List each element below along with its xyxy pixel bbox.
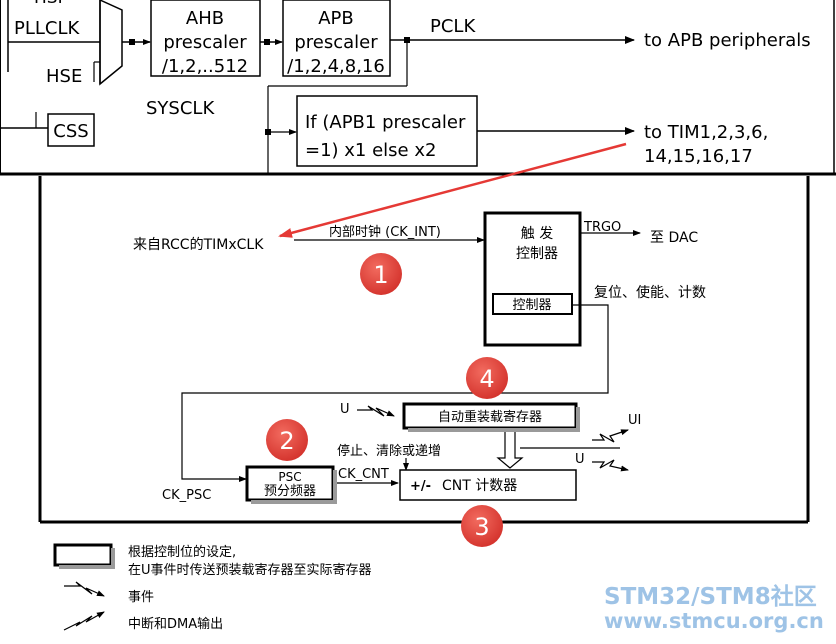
stop-clear-label: 停止、清除或递增 <box>337 443 441 459</box>
apb-line3: /1,2,4,8,16 <box>287 56 385 77</box>
css-label: CSS <box>53 121 88 142</box>
legend-shadow-register-icon <box>53 543 113 567</box>
legend-event-icon <box>64 581 105 597</box>
trigger-line2: 控制器 <box>516 246 558 262</box>
sysclk-label: SYSCLK <box>146 98 215 119</box>
legend-interrupt-icon <box>63 611 105 631</box>
legend: 根据控制位的设定, 在U事件时传送预装载寄存器至实际寄存器 事件 中断和DMA输… <box>53 543 372 632</box>
ck-cnt-label: CK_CNT <box>338 467 389 482</box>
ahb-line3: /1,2,..512 <box>162 56 248 77</box>
ck-int-label: 内部时钟 (CK_INT) <box>329 224 441 240</box>
svg-text:1: 1 <box>373 261 388 289</box>
badge-1: 1 <box>360 253 402 295</box>
pclk-label: PCLK <box>430 16 476 37</box>
apb-prescaler-box <box>282 0 391 77</box>
if-box-line2: =1) x1 else x2 <box>305 140 436 161</box>
to-tim-line1: to TIM1,2,3,6, <box>644 122 768 143</box>
ahb-line2: prescaler <box>163 32 247 53</box>
svg-text:3: 3 <box>474 513 489 541</box>
trigger-line1: 触 发 <box>521 226 553 242</box>
rcc-timxclk-label: 来自RCC的TIMxCLK <box>133 237 264 253</box>
to-apb-label: to APB peripherals <box>644 30 811 51</box>
ahb-prescaler-box <box>150 0 261 77</box>
controller-label: 控制器 <box>512 298 551 313</box>
cnt-prefix: +/- <box>410 479 431 494</box>
apb-line2: prescaler <box>294 32 378 53</box>
if-box-line1: If (APB1 prescaler <box>305 112 466 133</box>
psc-line1: PSC <box>278 470 301 484</box>
hsi-label: HSI <box>34 0 63 8</box>
badge-3: 3 <box>461 505 503 547</box>
auto-reload-register-label: 自动重装载寄存器 <box>438 409 542 425</box>
legend-shadow-line1: 根据控制位的设定, <box>128 544 236 560</box>
rcc-clock-tree: HSI PLLCLK HSE AHB prescaler /1,2,..512 … <box>0 0 836 176</box>
to-dac-label: 至 DAC <box>650 230 698 246</box>
legend-interrupt-label: 中断和DMA输出 <box>128 616 223 632</box>
cnt-label: CNT 计数器 <box>442 478 517 494</box>
reset-enable-count-label: 复位、使能、计数 <box>594 284 706 301</box>
ahb-line1: AHB <box>186 8 224 29</box>
annotation-arrow <box>278 142 627 238</box>
u-event-label: U <box>340 402 350 417</box>
watermark: STM32/STM8社区 www.stmcu.org.cn <box>604 583 824 633</box>
pllclk-label: PLLCLK <box>14 18 81 39</box>
ui-label: UI <box>628 413 641 428</box>
sysclk-mux <box>99 0 123 86</box>
css-box <box>47 113 95 147</box>
u-out-label: U <box>575 452 585 467</box>
cnt-counter-box <box>399 469 577 501</box>
hse-label: HSE <box>46 66 82 87</box>
watermark-line2: www.stmcu.org.cn <box>604 609 824 633</box>
svg-text:2: 2 <box>279 427 294 455</box>
svg-text:4: 4 <box>479 365 494 393</box>
trigger-controller-box <box>483 211 582 347</box>
controller-box <box>492 293 573 315</box>
psc-line2: 预分频器 <box>264 484 316 499</box>
badge-4: 4 <box>466 357 508 399</box>
legend-shadow-line2: 在U事件时传送预装载寄存器至实际寄存器 <box>128 562 372 578</box>
ck-psc-label: CK_PSC <box>162 488 211 503</box>
legend-event-label: 事件 <box>128 590 154 605</box>
to-tim-line2: 14,15,16,17 <box>644 146 753 167</box>
apb1-multiplier-box <box>296 95 478 167</box>
apb-line1: APB <box>318 8 354 29</box>
badge-2: 2 <box>266 419 308 461</box>
watermark-line1: STM32/STM8社区 <box>604 583 817 610</box>
timer-block-diagram: 来自RCC的TIMxCLK 内部时钟 (CK_INT) 触 发 控制器 控制器 … <box>38 176 810 547</box>
trgo-label: TRGO <box>583 220 621 235</box>
